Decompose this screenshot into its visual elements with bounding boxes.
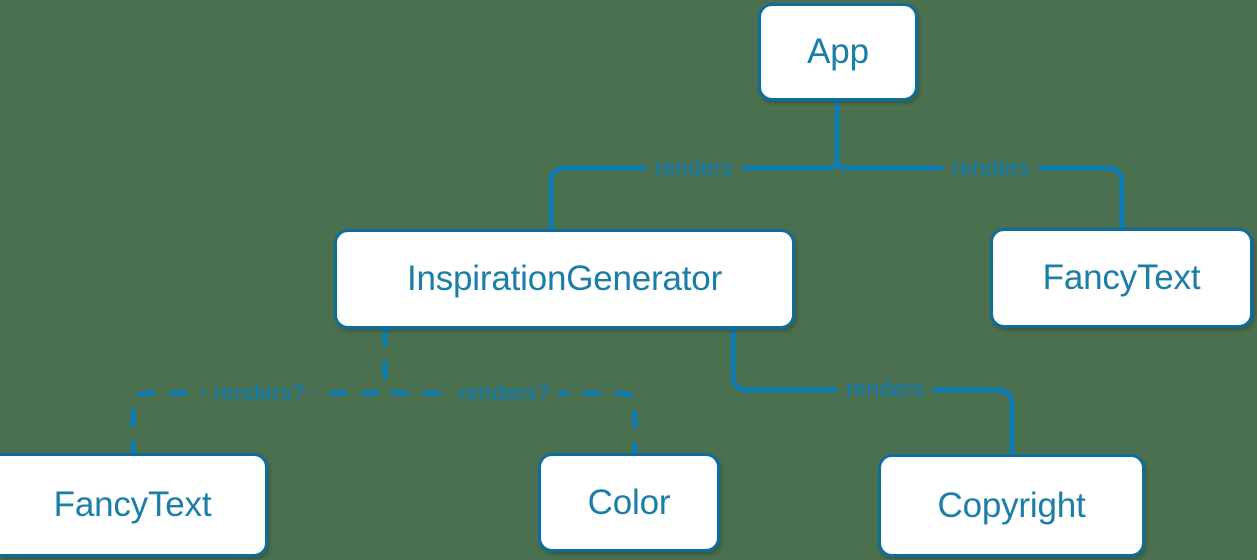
node-fancytext-bottom[interactable]: FancyText [0, 453, 268, 557]
node-fancytext-right[interactable]: FancyText [990, 228, 1253, 328]
edge-label-inspiration-generator-to-copyright: renders [837, 377, 933, 401]
edge-label-app-to-fancytext-right: renders [943, 156, 1039, 180]
edge-label-app-to-inspiration-generator: renders [646, 156, 742, 180]
edge-label-inspiration-generator-to-fancytext-bottom: renders? [204, 381, 314, 405]
node-inspiration-generator[interactable]: InspirationGenerator [334, 229, 795, 329]
edge-label-inspiration-generator-to-color: renders? [449, 381, 559, 405]
node-color[interactable]: Color [538, 453, 720, 552]
node-app[interactable]: App [758, 3, 918, 101]
node-copyright[interactable]: Copyright [878, 454, 1145, 557]
